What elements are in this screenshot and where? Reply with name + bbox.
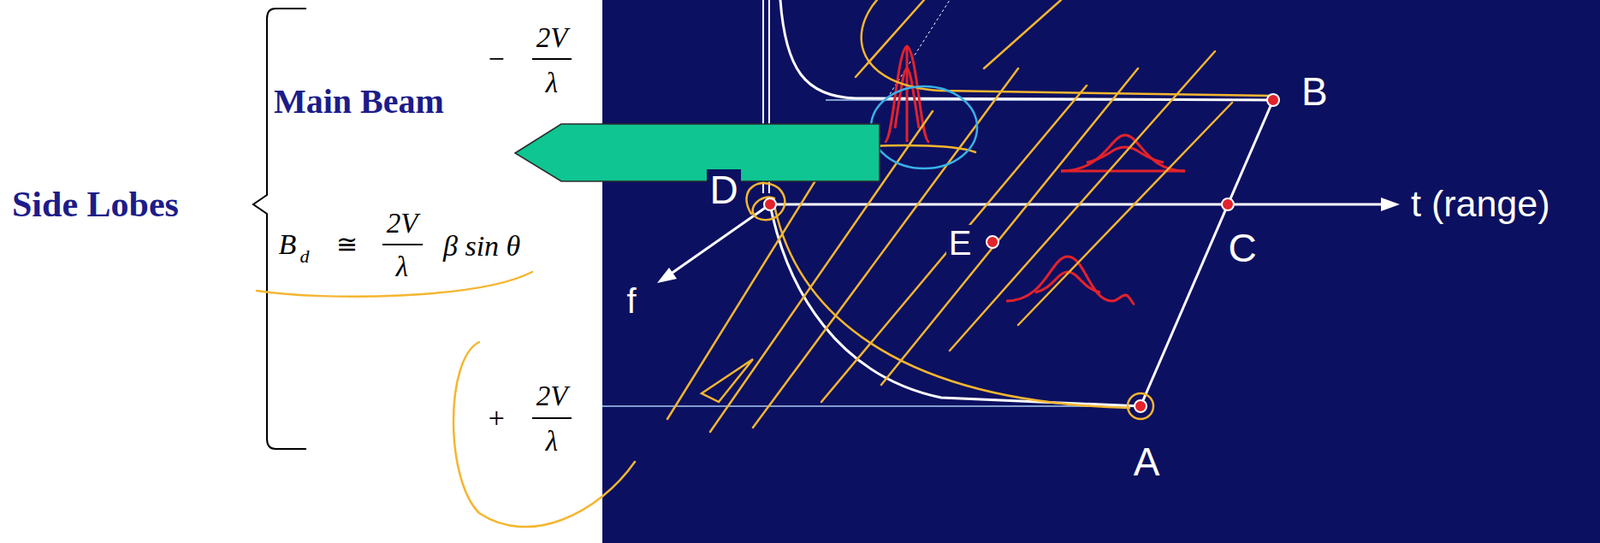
brace — [253, 8, 307, 450]
point-marker — [764, 94, 1280, 413]
axis-arrowhead — [657, 267, 677, 284]
formula-term: λ — [396, 252, 409, 283]
fraction-bar — [532, 58, 572, 60]
formula-subscript: d — [300, 246, 310, 267]
formula-term: 2V — [536, 23, 569, 54]
formula-term: − — [486, 43, 507, 75]
formula-term: λ — [545, 68, 558, 99]
axis-label: t (range) — [1408, 184, 1553, 224]
formula-term: 2V — [386, 208, 419, 239]
formula-term: λ — [545, 426, 558, 457]
formula-term: ≅ — [336, 231, 358, 259]
axis-arrowhead — [1380, 197, 1400, 212]
formula-term: + — [486, 402, 507, 434]
formula-term: B — [278, 229, 297, 261]
point-label: C — [1225, 227, 1259, 269]
point-label: D — [706, 169, 741, 211]
guide-line — [602, 405, 1141, 408]
formula-term: β sin θ — [443, 231, 521, 262]
axis-label: f — [623, 283, 639, 320]
group-label: Side Lobes — [11, 185, 179, 224]
edge-line — [1140, 100, 1274, 407]
dark-panel — [602, 0, 1600, 543]
range-curve — [780, 0, 1274, 101]
beam-label: Main Beam — [273, 83, 445, 120]
point-label: E — [946, 225, 975, 261]
fraction-bar — [382, 243, 423, 246]
hand-annotation — [256, 0, 1274, 528]
hand-annotation — [871, 86, 978, 169]
point-label: A — [1131, 441, 1163, 483]
point-label: B — [1298, 71, 1331, 113]
main-beam-arrow — [515, 124, 880, 182]
formula-term: 2V — [536, 381, 569, 412]
guide-line — [889, 0, 950, 95]
fraction-bar — [532, 417, 572, 420]
